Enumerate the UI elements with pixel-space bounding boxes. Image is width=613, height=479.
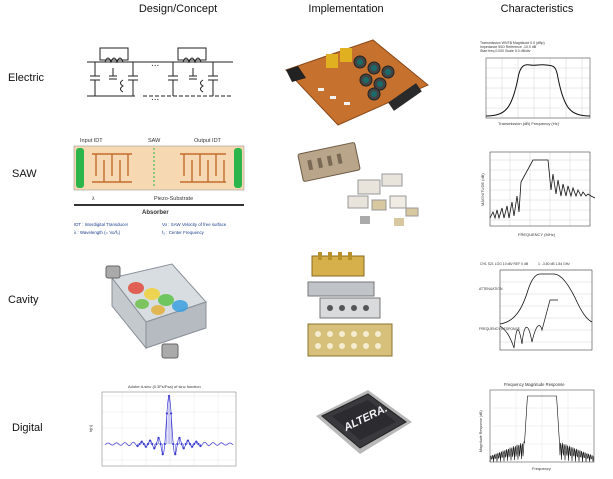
digital-resp-ylabel: Magnitude Response (dB)	[479, 410, 483, 452]
svg-text:λ: λ	[92, 196, 95, 202]
cavity-3d-model	[92, 256, 212, 362]
cavity-plot-y1: ATTENUATION	[479, 287, 503, 291]
cavity-implementation-photo	[298, 252, 398, 360]
saw-substrate-label: Piezo-Substrate	[154, 196, 193, 202]
sinc-stem-marker	[153, 447, 156, 450]
sinc-stem-marker	[172, 442, 175, 446]
saw-components-photo	[290, 140, 430, 232]
svg-text:Impedance 50Ω Reference: Impedance 50Ω Reference -10.0 dB	[480, 45, 537, 49]
digital-resp-xlabel: Frequency	[532, 466, 551, 471]
sinc-stem-marker	[148, 439, 152, 442]
electric-response-plot: Transmission WNTB Magnitude 0.0 (dBp) Im…	[478, 38, 596, 128]
sinc-stem-marker	[136, 444, 139, 448]
digital-plot-title: Adobe d-sinc (0.3Fs/Fsa) of sinc functio…	[128, 384, 201, 389]
svg-text:1: -3.60 dB 1.84 GHz: 1: -3.60 dB 1.84 GHz	[538, 262, 570, 266]
digital-impulse-plot: Adobe d-sinc (0.3Fs/Fsa) of sinc functio…	[88, 382, 240, 474]
row-label-digital: Digital	[12, 422, 43, 434]
saw-legend-vo: Vo : SAW Velocity of free surface	[162, 222, 227, 227]
saw-response-plot: FREQUENCY (MHz) MAGNITUDE (dB)	[478, 146, 596, 238]
sinc-stem-marker	[138, 442, 141, 446]
saw-plot-ylabel: MAGNITUDE (dB)	[480, 173, 485, 206]
saw-output-idt-label: Output IDT	[194, 138, 222, 144]
sinc-stem-marker	[146, 442, 150, 446]
sinc-stem-marker	[190, 445, 194, 448]
sinc-stem-marker	[142, 442, 145, 446]
sinc-stem-marker	[178, 436, 181, 440]
sinc-stem-marker	[186, 439, 190, 442]
electric-circuit-diagram: ... ...	[85, 36, 235, 111]
saw-legend-idt: IDT : Interdigital Transducer	[74, 222, 129, 227]
electric-pcb-board	[278, 30, 433, 130]
sinc-stem-marker	[159, 442, 162, 446]
saw-design-diagram: Input IDT SAW Output IDT Piezo-Substrate…	[70, 134, 248, 238]
sinc-stem-marker	[193, 442, 196, 446]
svg-text:...: ...	[151, 92, 159, 103]
saw-legend-fo: f₀ : Center Frequency	[162, 230, 205, 235]
sinc-stem-marker	[188, 442, 192, 446]
sinc-stem-marker	[140, 440, 143, 443]
saw-legend-lambda: λ : Wavelength (= Vo/f₀)	[74, 230, 121, 235]
electric-plot-xlabel: Transmission (dB) Frequency (Hz)	[498, 121, 560, 126]
sinc-stem-marker	[169, 412, 173, 415]
saw-wave-label: SAW	[148, 138, 161, 144]
row-label-cavity: Cavity	[8, 294, 39, 306]
sinc-stem-marker	[197, 442, 200, 446]
sinc-stem-marker	[199, 444, 202, 448]
sinc-stem-marker	[163, 442, 166, 446]
sinc-stem-marker	[144, 445, 148, 448]
saw-plot-xlabel: FREQUENCY (MHz)	[518, 232, 556, 237]
row-label-saw: SAW	[12, 168, 37, 180]
header-implementation: Implementation	[308, 3, 384, 15]
sinc-stem-marker	[174, 453, 177, 456]
cavity-plot-y2: FREQUENCY RESPONSE	[479, 327, 521, 331]
sinc-stem-marker	[176, 442, 179, 446]
digital-fpga-chip: ALTERA.	[308, 382, 418, 462]
svg-text:CH1 S21 LOG 10 dB/ REF 0 dB: CH1 S21 LOG 10 dB/ REF 0 dB	[480, 262, 529, 266]
row-label-electric: Electric	[8, 72, 45, 84]
header-characteristics: Characteristics	[500, 3, 574, 15]
svg-text:Transmission WNTB Magnitude: Transmission WNTB Magnitude 0.0 (dBp)	[480, 41, 545, 45]
sinc-stem-marker	[180, 442, 183, 446]
digital-frequency-response-plot: Frequency Magnitude Response Frequency M…	[476, 380, 598, 476]
sinc-stem-marker	[184, 442, 187, 446]
saw-absorber-label: Absorber	[142, 210, 169, 216]
sinc-stem-marker	[161, 453, 164, 456]
sinc-stem-marker	[195, 440, 198, 443]
cavity-response-plot: CH1 S21 LOG 10 dB/ REF 0 dB 1: -3.60 dB 1…	[478, 260, 596, 360]
header-design-concept: Design/Concept	[138, 3, 218, 15]
sinc-stem-marker	[151, 442, 154, 446]
digital-resp-title: Frequency Magnitude Response	[504, 382, 565, 387]
sinc-stem-marker	[182, 447, 185, 450]
sinc-stem-marker	[155, 442, 158, 446]
digital-plot-ylabel: h[n]	[88, 425, 93, 432]
sinc-stem-marker	[165, 412, 169, 415]
saw-input-idt-label: Input IDT	[80, 138, 103, 144]
sinc-stem-marker	[167, 394, 171, 398]
sinc-stem-marker	[157, 436, 160, 440]
svg-text:Start freq 0.000 Scale: Start freq 0.000 Scale 5.0 dB/div	[480, 49, 531, 53]
svg-text:...: ...	[151, 58, 159, 69]
